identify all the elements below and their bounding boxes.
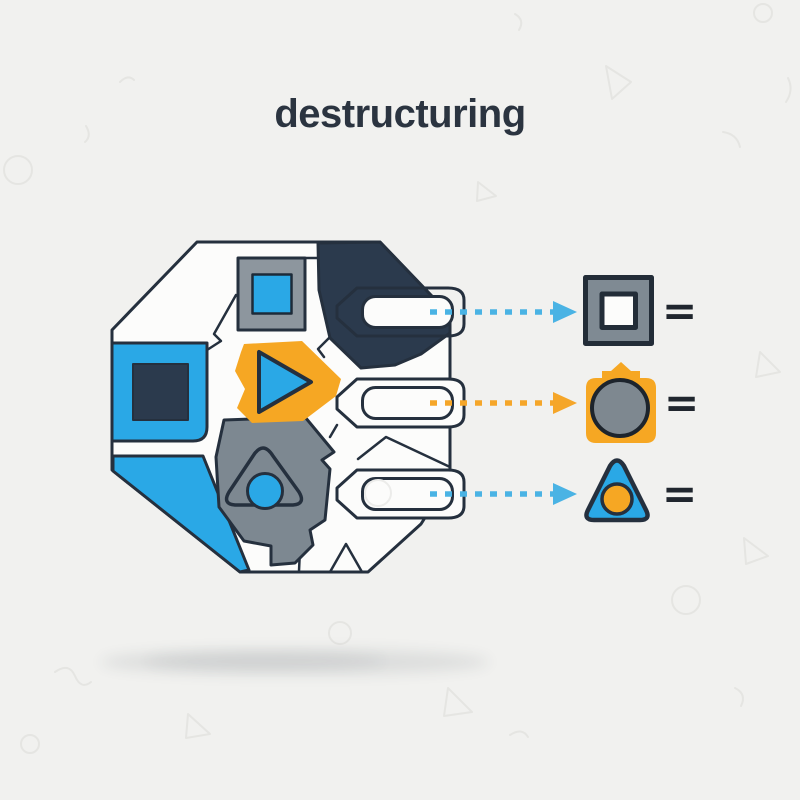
ground-shadow [100, 649, 490, 675]
arrows [430, 301, 577, 505]
destructured-octagon-illustration [110, 240, 466, 574]
crack-lines [205, 256, 452, 574]
doodle-squiggle [734, 687, 744, 707]
doodle-squiggle [722, 131, 741, 148]
doodle-squiggle [84, 125, 90, 143]
arrowhead-icon [553, 392, 577, 414]
gray-polygon-piece [214, 415, 336, 567]
arrowhead-icon [553, 483, 577, 505]
doodle-squiggle [785, 77, 792, 103]
play-triangle-icon [257, 350, 313, 414]
page-title: destructuring [274, 92, 526, 136]
navy-inner-square [132, 363, 189, 421]
arrowhead-icon [553, 301, 577, 323]
blue-inner-square [251, 273, 293, 315]
results: = = = [583, 275, 699, 523]
doodle-triangle [443, 687, 473, 717]
equals-sign: = [664, 378, 699, 427]
blue-rect-piece [110, 341, 209, 443]
slot-bottom [335, 468, 466, 520]
blue-circle [246, 472, 284, 510]
doodle-circle [671, 585, 701, 615]
square-icon [583, 275, 654, 346]
doodle-triangle [476, 181, 497, 202]
doodle-squiggle [514, 13, 523, 31]
doodle-circle [328, 621, 352, 645]
doodle-squiggle [119, 76, 135, 83]
triangle-icon [584, 458, 650, 523]
doodle-triangle [605, 65, 632, 100]
doodle-squiggle [509, 730, 529, 738]
doodle-circle [3, 155, 33, 185]
gray-square-piece [236, 256, 307, 332]
arrow-top [430, 301, 577, 323]
background-doodles [3, 3, 792, 754]
doodle-circle-overlay [364, 479, 392, 507]
doodle-triangle [185, 713, 211, 739]
arrow-middle [430, 392, 577, 414]
doodle-squiggle [54, 666, 92, 686]
blue-bottom-fragment [111, 454, 251, 574]
doodle-triangle [743, 537, 769, 565]
doodle-triangle [755, 351, 781, 378]
doodle-circle [753, 3, 773, 23]
slot-middle [335, 377, 466, 429]
slot-top [335, 286, 466, 338]
equals-sign: = [662, 286, 697, 335]
doodle-circle [20, 734, 40, 754]
arrow-bottom [430, 483, 577, 505]
equals-sign: = [662, 469, 697, 518]
orange-play-piece [235, 341, 341, 423]
camera-circle-icon [586, 362, 656, 443]
